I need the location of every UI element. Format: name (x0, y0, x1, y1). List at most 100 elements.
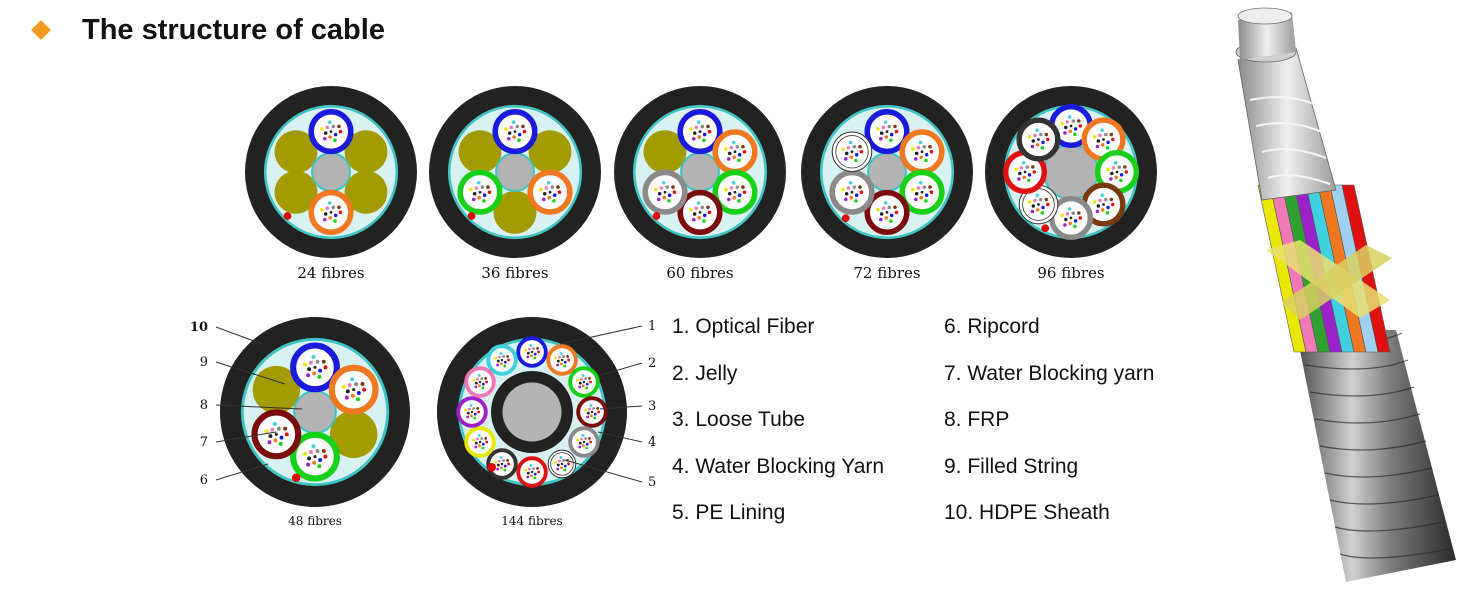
page-title: The structure of cable (82, 13, 385, 46)
optical-fiber (584, 408, 588, 412)
optical-fiber (667, 193, 672, 197)
optical-fiber (317, 374, 322, 379)
optical-fiber (1105, 146, 1110, 150)
cable-caption: 24 fibres (297, 264, 364, 282)
optical-fiber (883, 201, 888, 205)
optical-fiber (1033, 198, 1037, 203)
optical-fiber (487, 190, 492, 194)
optical-fiber (1041, 140, 1045, 145)
frp-end (1237, 7, 1293, 25)
optical-fiber (323, 131, 328, 135)
callout-line (215, 404, 303, 410)
optical-fiber (694, 206, 699, 211)
optical-fiber (737, 199, 741, 203)
optical-fiber (1092, 135, 1097, 139)
optical-fiber (317, 464, 322, 469)
loose-tube (899, 129, 945, 175)
optical-fiber (889, 138, 893, 142)
optical-fiber (530, 470, 534, 474)
optical-fiber (481, 386, 485, 390)
loose-tube (677, 189, 723, 235)
cable-cross-section: 60 fibres (614, 86, 786, 282)
optical-fiber (478, 384, 481, 388)
optical-fiber (576, 438, 580, 442)
callout-line (215, 361, 286, 385)
optical-fiber (556, 185, 560, 189)
optical-fiber (1044, 132, 1049, 137)
legend-item: 2. Jelly (672, 361, 738, 385)
optical-fiber (563, 364, 567, 368)
optical-fiber (889, 213, 894, 218)
yarn-wrap (1249, 96, 1319, 107)
optical-fiber (560, 466, 563, 470)
optical-fiber (1106, 140, 1110, 145)
optical-fiber (1111, 202, 1115, 207)
optical-fiber (737, 158, 741, 163)
optical-fiber (1068, 221, 1072, 226)
optical-fiber (841, 187, 845, 192)
optical-fiber (311, 355, 316, 359)
optical-fiber (733, 150, 737, 154)
optical-fiber (345, 389, 350, 394)
optical-fiber (702, 132, 707, 137)
optical-fiber (849, 155, 853, 160)
optical-fiber (500, 466, 503, 470)
optical-fiber (533, 356, 537, 360)
optical-fiber (521, 124, 525, 129)
optical-fiber (586, 415, 590, 419)
optical-fiber (507, 131, 512, 135)
optical-fiber (588, 437, 591, 440)
optical-fiber (733, 190, 737, 194)
optical-fiber (848, 140, 853, 145)
cable-caption: 36 fibres (481, 264, 548, 282)
optical-fiber (884, 216, 888, 220)
optical-fiber (585, 386, 589, 390)
optical-fiber (1098, 198, 1102, 203)
optical-fiber (887, 124, 892, 129)
optical-fiber (858, 185, 862, 189)
optical-fiber (481, 442, 485, 446)
optical-fiber (706, 205, 710, 210)
optical-fiber (586, 411, 590, 415)
callout-line (597, 431, 643, 443)
optical-fiber (562, 355, 566, 358)
ripcord (1041, 224, 1050, 233)
optical-fiber (920, 150, 924, 154)
optical-fiber (1119, 173, 1124, 177)
filled-string (344, 130, 388, 174)
optical-fiber (506, 458, 509, 462)
optical-fiber (1063, 223, 1067, 227)
loose-tube (568, 366, 600, 398)
optical-fiber (352, 388, 356, 392)
optical-fiber (590, 414, 593, 418)
legend-item: 7. Water Blocking yarn (944, 361, 1155, 385)
optical-fiber (916, 186, 921, 190)
optical-fiber (306, 373, 311, 378)
optical-fiber (529, 344, 533, 347)
optical-fiber (731, 181, 736, 185)
optical-fiber (528, 467, 531, 471)
optical-fiber (854, 193, 859, 197)
optical-fiber (1030, 209, 1035, 214)
optical-fiber (741, 144, 745, 149)
optical-fiber (283, 426, 288, 431)
optical-fiber (844, 191, 849, 196)
optical-fiber (469, 404, 473, 407)
optical-fiber (585, 382, 589, 386)
optical-fiber (1104, 197, 1108, 202)
legend-item: 1. Optical Fiber (672, 315, 815, 338)
optical-fiber (1046, 137, 1050, 142)
optical-fiber (481, 446, 485, 450)
callout-label: 5 (648, 475, 656, 490)
optical-fiber (338, 210, 343, 215)
optical-fiber (526, 475, 530, 479)
optical-fiber (558, 459, 561, 463)
optical-fiber (885, 211, 889, 214)
optical-fiber (333, 138, 337, 142)
optical-fiber (843, 157, 848, 161)
optical-fiber (1040, 211, 1045, 215)
callout-label: 1 (648, 319, 656, 334)
optical-fiber (592, 407, 596, 410)
cable-render-image (1235, 7, 1456, 582)
optical-fiber (557, 190, 562, 194)
